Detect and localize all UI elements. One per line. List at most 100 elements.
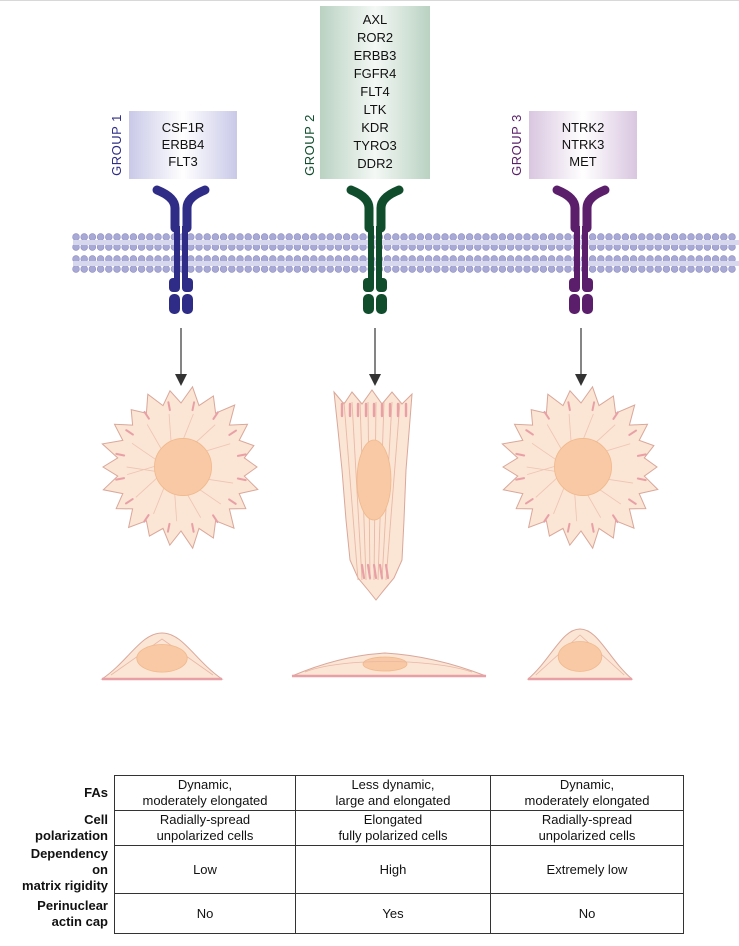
lipid-head — [260, 265, 269, 273]
lipid-head — [670, 265, 679, 273]
focal-adhesion — [191, 522, 195, 533]
stress-fiber — [351, 401, 363, 581]
focal-adhesion — [515, 477, 526, 481]
lipid-head — [679, 233, 687, 241]
lipid-head — [154, 233, 162, 241]
group-2-receptor: FLT4 — [360, 84, 389, 99]
lipid-head — [334, 233, 343, 241]
nucleus — [356, 439, 392, 521]
lipid-head — [408, 233, 416, 241]
lipid-head — [326, 233, 334, 241]
group-3-receptor: NTRK2 — [562, 120, 605, 135]
lipid-head — [244, 233, 252, 241]
stress-fiber — [343, 401, 359, 581]
group-3-receptor: MET — [569, 154, 597, 169]
lipid-head — [638, 265, 646, 273]
lipid-head — [703, 265, 712, 273]
kinase-domain — [376, 278, 387, 292]
focal-adhesion — [515, 452, 526, 457]
receptor-arm — [582, 185, 610, 233]
focal-adhesion — [124, 498, 134, 505]
lipid-head — [531, 265, 539, 273]
lipid-head — [219, 265, 228, 273]
lipid-head — [318, 265, 326, 273]
lipid-head — [162, 233, 170, 241]
lipid-head — [326, 265, 334, 273]
focal-adhesion — [636, 453, 647, 457]
group-1-receptor: CSF1R — [162, 120, 205, 135]
lipid-head — [195, 233, 203, 241]
lipid-head — [629, 265, 638, 273]
group-2-label: GROUP 2 — [302, 114, 317, 176]
group-1: GROUP 1 CSF1R ERBB4 FLT3 — [109, 111, 237, 386]
actin-cap — [535, 634, 625, 676]
focal-adhesion — [191, 401, 196, 412]
nucleus — [154, 438, 212, 496]
lipid-head — [293, 265, 302, 273]
lipid-head — [137, 265, 146, 273]
lipid-head — [728, 265, 736, 273]
receptor-arm — [376, 185, 404, 233]
table-cell: Yes — [295, 893, 491, 934]
lipid-head — [449, 265, 457, 273]
group-2-receptor: ROR2 — [357, 30, 393, 45]
lipid-head — [474, 265, 482, 273]
lipid-head — [703, 233, 712, 241]
lipid-tails — [73, 261, 739, 266]
lipid-head — [654, 265, 662, 273]
lipid-head — [195, 265, 203, 273]
lipid-head — [310, 265, 318, 273]
group-2-receptor: DDR2 — [357, 156, 392, 171]
focal-adhesion — [212, 514, 219, 524]
table-cell: Elongated fully polarized cells — [295, 810, 491, 846]
lipid-head — [146, 265, 154, 273]
focal-adhesion — [591, 522, 595, 533]
table-cell: High — [295, 845, 491, 894]
lipid-head — [203, 265, 211, 273]
lipid-head — [310, 233, 318, 241]
group-1-label: GROUP 1 — [109, 114, 124, 176]
top-divider — [0, 0, 739, 1]
lipid-head — [646, 265, 654, 273]
lipid-head — [416, 265, 425, 273]
table-cell: No — [490, 893, 684, 934]
focal-adhesion — [543, 410, 550, 420]
group-3-receptor-box — [529, 111, 637, 179]
group-2-receptor-box — [320, 6, 430, 179]
lipid-head — [515, 233, 523, 241]
lipid-head — [588, 233, 597, 241]
lipid-head — [449, 233, 457, 241]
kinase-domain — [582, 278, 593, 292]
nucleus — [557, 641, 603, 672]
table-cell: No — [114, 893, 296, 934]
lipid-head — [621, 233, 630, 241]
focal-adhesion — [125, 429, 134, 436]
lipid-head — [498, 265, 507, 273]
lipid-head — [482, 233, 490, 241]
kinase-domain — [363, 294, 374, 314]
lipid-head — [80, 265, 88, 273]
lipid-head — [219, 233, 228, 241]
kinase-domain — [169, 278, 180, 292]
lipid-head — [613, 233, 621, 241]
lipid-head — [720, 265, 728, 273]
cell-membrane — [72, 233, 739, 273]
lipid-head — [146, 233, 154, 241]
lipid-head — [679, 265, 687, 273]
lipid-head — [490, 233, 498, 241]
table-cell: Dynamic, moderately elongated — [114, 775, 296, 811]
focal-adhesion — [366, 563, 372, 580]
lipid-head — [433, 265, 441, 273]
focal-adhesion — [212, 411, 219, 420]
kinase-domain — [582, 294, 593, 314]
lipid-head — [457, 233, 466, 241]
lipid-head — [556, 233, 564, 241]
focal-adhesion — [628, 429, 638, 436]
group-2-receptor: FGFR4 — [354, 66, 397, 81]
lipid-head — [277, 265, 285, 273]
lipid-head — [465, 265, 474, 273]
lipid-head — [597, 233, 605, 241]
focal-adhesion — [372, 563, 378, 580]
lipid-head — [670, 233, 679, 241]
focal-adhesion — [167, 401, 171, 412]
